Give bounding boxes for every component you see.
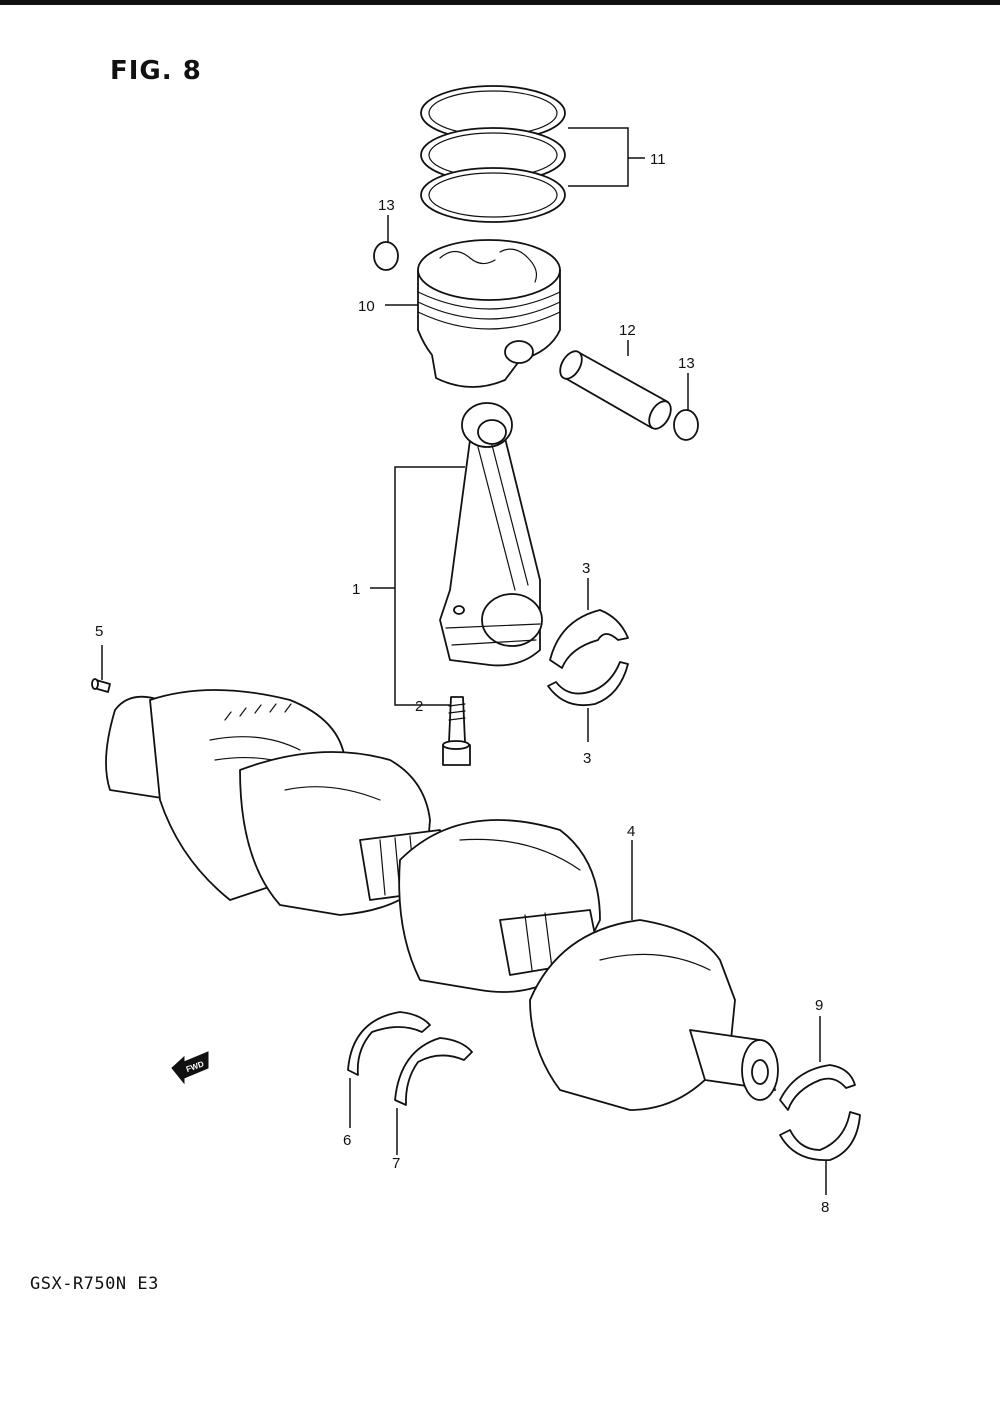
- callout-1: 1: [352, 581, 360, 598]
- callout-4: 4: [627, 823, 635, 840]
- callout-6: 6: [343, 1132, 351, 1149]
- piston: [417, 239, 561, 388]
- model-code: GSX-R750N E3: [30, 1274, 159, 1294]
- callout-5: 5: [95, 623, 103, 640]
- piston-rings: [420, 85, 566, 223]
- crankshaft-bearing-lower: [779, 1111, 861, 1161]
- callout-10: 10: [358, 298, 375, 315]
- conrod-bearing-upper: [549, 609, 629, 669]
- thrust-bearing-left: [347, 1011, 431, 1076]
- callout-12: 12: [619, 322, 636, 339]
- callout-3-upper: 3: [582, 560, 590, 577]
- conrod-bearing-lower: [547, 661, 629, 707]
- figure-title: FIG. 8: [110, 56, 202, 86]
- leader-lines: [101, 127, 827, 1195]
- page-top-border: [0, 0, 1000, 5]
- callout-7: 7: [392, 1155, 400, 1172]
- conrod-bolt: [442, 696, 471, 766]
- callout-13-lower: 13: [678, 355, 695, 372]
- callout-13-upper: 13: [378, 197, 395, 214]
- crankshaft-pin: [91, 678, 111, 693]
- callout-8: 8: [821, 1199, 829, 1216]
- callout-9: 9: [815, 997, 823, 1014]
- callout-labels: 1 2 3 3 4 5 6 7 8 9 10 11 12 13 13: [95, 151, 829, 1216]
- forward-direction-arrow: FWD: [171, 1051, 209, 1085]
- crankshaft-bearing-upper: [779, 1064, 856, 1111]
- piston-pin-circlip: [373, 241, 399, 271]
- piston-pin: [559, 350, 672, 430]
- callout-3-lower: 3: [583, 750, 591, 767]
- crankshaft: [105, 689, 779, 1111]
- callout-2: 2: [415, 698, 423, 715]
- thrust-bearing-right: [394, 1037, 473, 1106]
- callout-11: 11: [650, 151, 666, 168]
- connecting-rod: [439, 402, 543, 667]
- piston-pin-circlip: [673, 409, 699, 441]
